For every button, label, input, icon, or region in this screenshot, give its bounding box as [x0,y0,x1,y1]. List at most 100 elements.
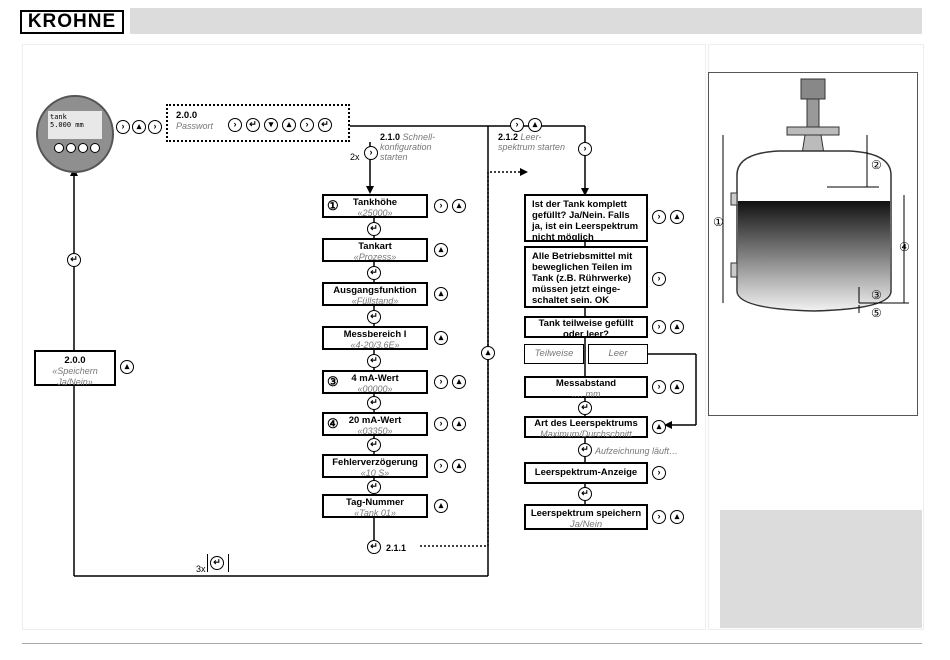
distance-box: Messabstand …. mm [524,376,648,399]
spectrum-save-value: Ja/Nein [569,519,603,530]
enter-icon[interactable]: ↵ [367,222,381,236]
left-step-box: 4 mA-Wert«00000»③ [322,370,428,394]
left-step-title: Tankhöhe [352,197,398,208]
note-area [720,510,922,628]
left-step-title: Fehlerverzögerung [332,457,418,468]
spectrum-display-box: Leerspektrum-Anzeige [524,462,648,484]
up-arrow-icon[interactable]: ▴ [452,199,466,213]
tank-label-4: ④ [899,240,910,254]
up-arrow-icon[interactable]: ▴ [481,346,495,360]
left-step-value: «Prozess» [353,252,397,262]
up-arrow-icon[interactable]: ▴ [434,499,448,513]
device-display: tank 5.000 mm [36,95,114,173]
enter-icon[interactable]: ↵ [578,487,592,501]
device-key-2[interactable] [66,143,76,153]
up-arrow-icon[interactable]: ▴ [434,287,448,301]
right-arrow-icon[interactable]: › [652,466,666,480]
enter-icon[interactable]: ↵ [367,480,381,494]
tank-label-3: ③ [871,288,882,302]
quick-config-label: 2.1.0 Schnell-konfiguration starten [380,132,450,162]
left-step-value: «03350» [357,426,393,436]
right-arrow-icon[interactable]: › [652,510,666,524]
up-arrow-icon[interactable]: ▴ [670,510,684,524]
enter-icon[interactable]: ↵ [578,401,592,415]
up-arrow-icon[interactable]: ▴ [452,417,466,431]
tank-label-5: ⑤ [871,306,882,320]
left-step-title: Tag-Nummer [346,497,404,508]
device-key-3[interactable] [78,143,88,153]
enter-icon[interactable]: ↵ [367,540,381,554]
enter-icon[interactable]: ↵ [318,118,332,132]
left-step-box: Messbereich I«4-20/3.6E» [322,326,428,350]
option-partial[interactable]: Teilweise [524,344,584,364]
enter-icon[interactable]: ↵ [367,310,381,324]
left-step-title: Tankart [358,241,392,252]
up-arrow-icon[interactable]: ▴ [452,375,466,389]
enter-icon[interactable]: ↵ [367,438,381,452]
device-screen: tank 5.000 mm [48,111,102,139]
right-arrow-icon[interactable]: › [434,459,448,473]
quick-config-text: Schnell-konfiguration starten [380,132,436,162]
up-arrow-icon[interactable]: ▴ [434,331,448,345]
right-arrow-icon[interactable]: › [652,380,666,394]
right-arrow-icon[interactable]: › [578,142,592,156]
right-arrow-icon[interactable]: › [510,118,524,132]
spectrum-start-label: 2.1.2 Leer-spektrum starten [498,132,568,152]
device-key-1[interactable] [54,143,64,153]
enter-icon[interactable]: ↵ [367,266,381,280]
enter-icon[interactable]: ↵ [67,253,81,267]
up-arrow-icon[interactable]: ▴ [282,118,296,132]
enter-icon[interactable]: ↵ [210,556,224,570]
right-arrow-icon[interactable]: › [434,375,448,389]
enter-icon[interactable]: ↵ [578,443,592,457]
up-arrow-icon[interactable]: ▴ [434,243,448,257]
spectrum-code: 2.1.2 [498,132,519,142]
right-arrow-icon[interactable]: › [364,146,378,160]
up-arrow-icon[interactable]: ▴ [528,118,542,132]
enter-icon[interactable]: ↵ [367,396,381,410]
right-arrow-icon[interactable]: › [228,118,242,132]
distance-title: Messabstand [555,378,617,389]
up-arrow-icon[interactable]: ▴ [670,210,684,224]
device-key-4[interactable] [90,143,100,153]
distance-value: …. mm [571,389,601,399]
up-arrow-icon[interactable]: ▴ [652,420,666,434]
spectrum-save-title: Leerspektrum speichern [530,508,642,519]
repeat-bracket [207,554,229,572]
left-step-badge: ① [327,198,339,213]
save-label: «Speichern Ja/Nein» [52,366,98,387]
right-arrow-icon[interactable]: › [148,120,162,134]
tank-diagram: ① ② ④ ③ ⑤ [708,72,918,416]
option-empty[interactable]: Leer [588,344,648,364]
left-step-badge: ③ [327,374,339,389]
left-step-box: Ausgangsfunktion«Füllstand» [322,282,428,306]
question-partial-or-empty: Tank teilweise gefüllt oder leer? [524,316,648,340]
up-arrow-icon[interactable]: ▴ [670,320,684,334]
tank-drawing: ① ② ④ ③ ⑤ [713,78,910,320]
right-arrow-icon[interactable]: › [116,120,130,134]
left-step-badge: ④ [327,416,339,431]
up-arrow-icon[interactable]: ▴ [120,360,134,374]
left-step-value: «Tank 01» [354,508,396,518]
up-arrow-icon[interactable]: ▴ [452,459,466,473]
tank-label-1: ① [713,215,724,229]
password-label: Passwort [176,121,214,131]
left-step-box: Tankhöhe«25000»① [322,194,428,218]
right-arrow-icon[interactable]: › [434,199,448,213]
agitator-notice: Alle Betriebsmittel mit beweglichen Teil… [524,246,648,308]
up-arrow-icon[interactable]: ▴ [670,380,684,394]
header-bar [130,8,922,34]
enter-icon[interactable]: ↵ [367,354,381,368]
left-step-box: Tankart«Prozess» [322,238,428,262]
left-step-box: 20 mA-Wert«03350»④ [322,412,428,436]
right-arrow-icon[interactable]: › [434,417,448,431]
password-code: 2.0.0 [176,110,198,121]
down-arrow-icon[interactable]: ▾ [264,118,278,132]
right-arrow-icon[interactable]: › [652,272,666,286]
left-step-title: Messbereich I [343,329,407,340]
right-arrow-icon[interactable]: › [652,210,666,224]
enter-icon[interactable]: ↵ [246,118,260,132]
up-arrow-icon[interactable]: ▴ [132,120,146,134]
right-arrow-icon[interactable]: › [652,320,666,334]
right-arrow-icon[interactable]: › [300,118,314,132]
